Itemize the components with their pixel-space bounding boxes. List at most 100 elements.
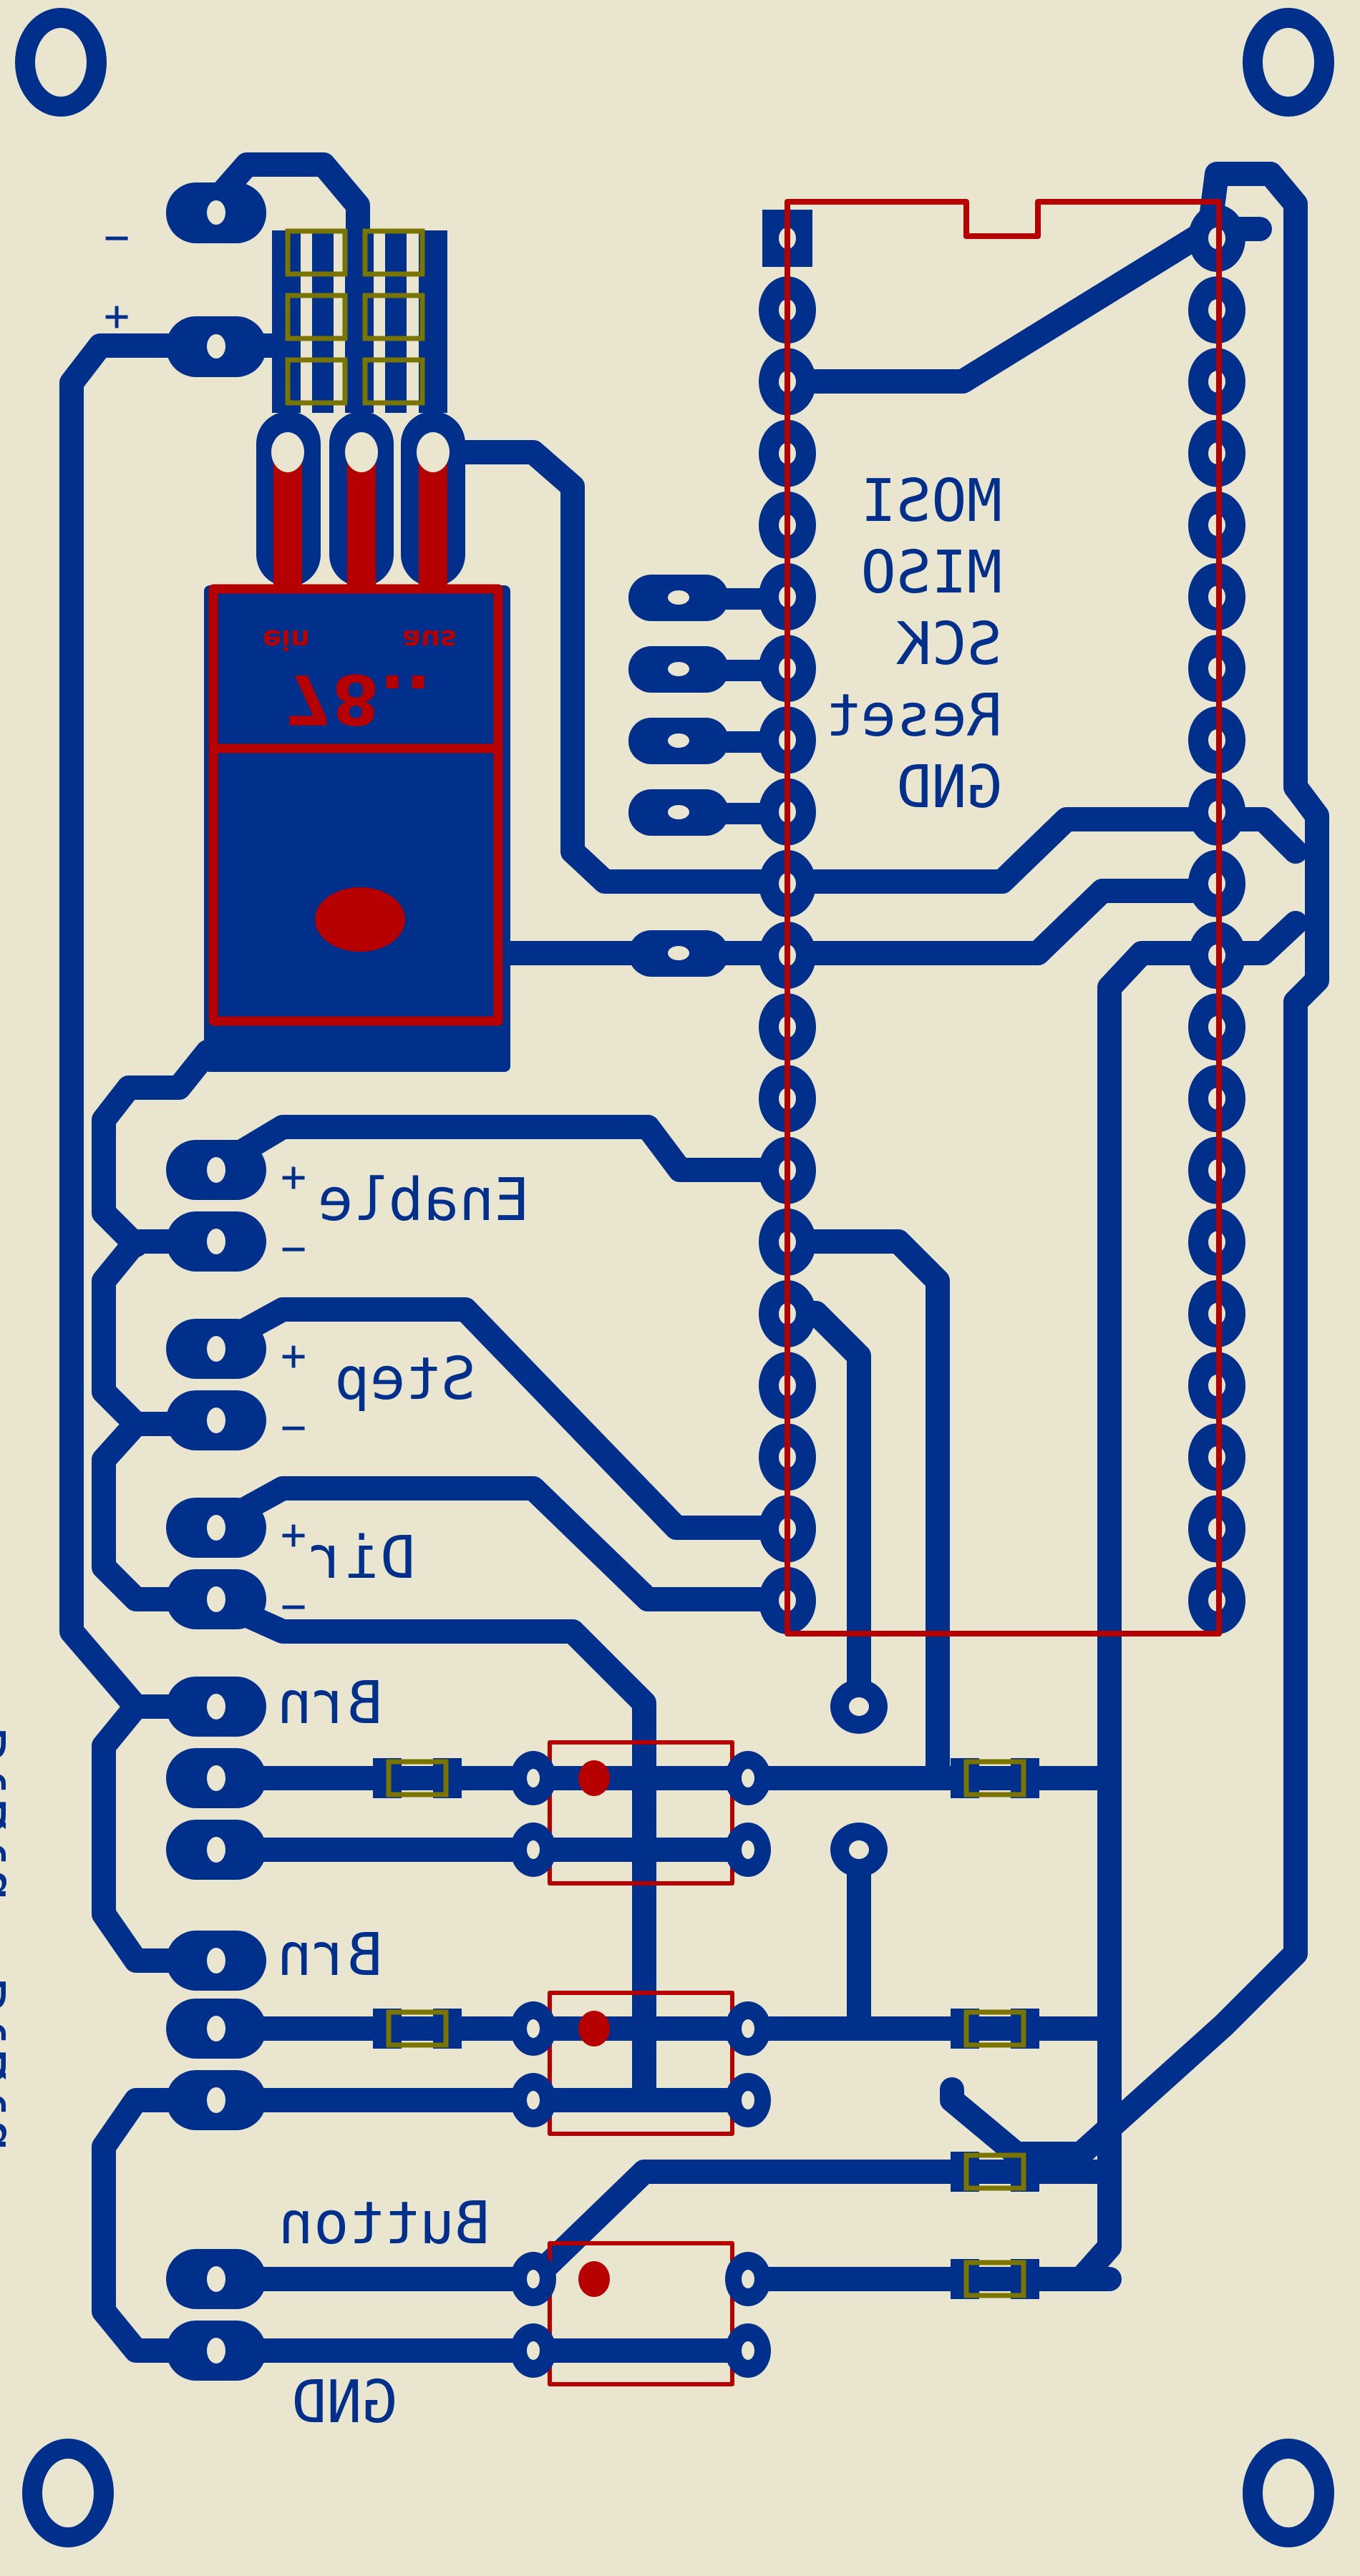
dir-minus: − [281,1581,306,1631]
resistor-outline [963,2260,1026,2298]
trace [92,2088,223,2363]
signal-labels: Enable Step Dir Brn Brn Button GND [277,1166,530,2436]
regulator-pin-in-label: ein [263,624,310,655]
trace [92,1412,223,1611]
wire-color-labels: Blk Blu Blk Blu [0,1727,19,2152]
trace [199,152,370,291]
switch-pad-drill [527,2341,540,2360]
header-pad-drill [207,2266,225,2292]
signal-polarity-labels: + − + − + − [281,1152,306,1631]
switch-pad-drill [527,2270,540,2288]
via-drill [849,1840,869,1859]
isp-label-gnd: GND [896,753,1002,821]
trace [199,1115,800,1182]
switch-pad-drill [527,1840,540,1859]
trace [92,1040,220,1257]
label-brn-1: Brn [277,1669,383,1737]
label-dir: Dir [309,1524,415,1592]
trace [199,1297,800,1540]
smd-outlines [285,228,425,406]
smd-pad-column [312,230,334,413]
isp-label-miso: MISO [861,539,1002,607]
step-plus: + [281,1331,306,1381]
label-blu-2: Blu [0,2049,19,2152]
trace [92,1694,223,1973]
enable-minus: − [281,1224,306,1274]
step-minus: − [281,1402,306,1453]
switch-pad-drill [742,1840,754,1859]
switch-pad-drill [527,2019,540,2038]
resistor-outline [386,1759,449,1797]
header-pad-drill [207,1515,225,1541]
label-gnd: GND [291,2368,397,2436]
dir-plus: + [281,1510,306,1560]
smd-pad-column [385,230,407,413]
trace [199,1476,800,1611]
trace [417,440,1229,894]
label-enable: Enable [318,1166,530,1234]
header-pad-drill [207,2338,225,2363]
switch-pin1-marker [578,2011,610,2046]
switch-outline [548,1991,734,2136]
switch-pad-drill [742,2091,754,2109]
switch-pad-drill [742,2341,754,2360]
regulator-pin-out-label: aus [402,624,456,655]
header-pad-drill [207,1837,225,1863]
trace [199,1587,656,2112]
resistor-outline [386,2009,449,2048]
header-pad-drill [207,2016,225,2041]
switch-pin1-marker [578,2261,610,2297]
header-pad-drill [207,1586,225,1612]
header-pad-drill [207,1336,225,1362]
switch-pad-drill [742,1769,754,1787]
power-plus-label: + [104,291,130,341]
label-button: Button [278,2190,490,2258]
regulator-outline [208,584,503,1026]
regulator-name: 78.. [285,659,431,738]
header-pad-drill [207,1948,225,1974]
smd-pad-column [345,230,374,413]
switch-pad-drill [742,2019,754,2038]
label-blk-1: Blk [0,1727,19,1830]
switch-outline [548,2241,734,2386]
header-pad-drill [207,1157,225,1183]
switch-outline [548,1740,734,1885]
signal-header [166,1140,266,2381]
resistor-outline [963,2009,1026,2048]
isp-label-mosi: MOSI [861,467,1002,535]
regulator-copper [204,585,510,1072]
mounting-hole-bottom-right [1243,2439,1334,2547]
header-pad-drill [207,1694,225,1719]
voltage-regulator: ein aus 78.. [204,584,510,1072]
isp-header [628,575,787,977]
via-drill [849,1697,869,1716]
switch-pad-drill [527,1769,540,1787]
components [373,1679,1039,2386]
label-blu-1: Blu [0,1798,19,1902]
switch-pin1-marker [578,1760,610,1796]
power-minus-label: − [104,213,130,263]
trace [59,333,223,1719]
mounting-hole-bottom-left [22,2439,114,2547]
switch-pad-drill [527,2091,540,2109]
regulator-tab-hole [315,887,405,952]
mounting-hole-top-left [15,8,107,117]
header-pad-drill [207,1765,225,1791]
label-blk-2: Blk [0,1977,19,2081]
label-step: Step [335,1345,476,1413]
isp-label-reset: Reset [825,682,1002,750]
mounting-hole-top-right [1243,8,1334,117]
mounting-holes [15,8,1334,2547]
header-pad-drill [207,1229,225,1254]
header-pad-drill [207,2087,225,2113]
resistor-outline [963,1759,1026,1797]
ic-outline [785,199,1222,1636]
resistor-outline [963,2152,1026,2191]
header-pad-drill [207,1407,225,1433]
isp-labels: MOSI MISO SCK Reset GND [825,467,1002,821]
isp-label-sck: SCK [895,610,1002,678]
enable-plus: + [281,1152,306,1202]
label-brn-2: Brn [277,1921,383,1989]
trace [775,1229,950,1787]
